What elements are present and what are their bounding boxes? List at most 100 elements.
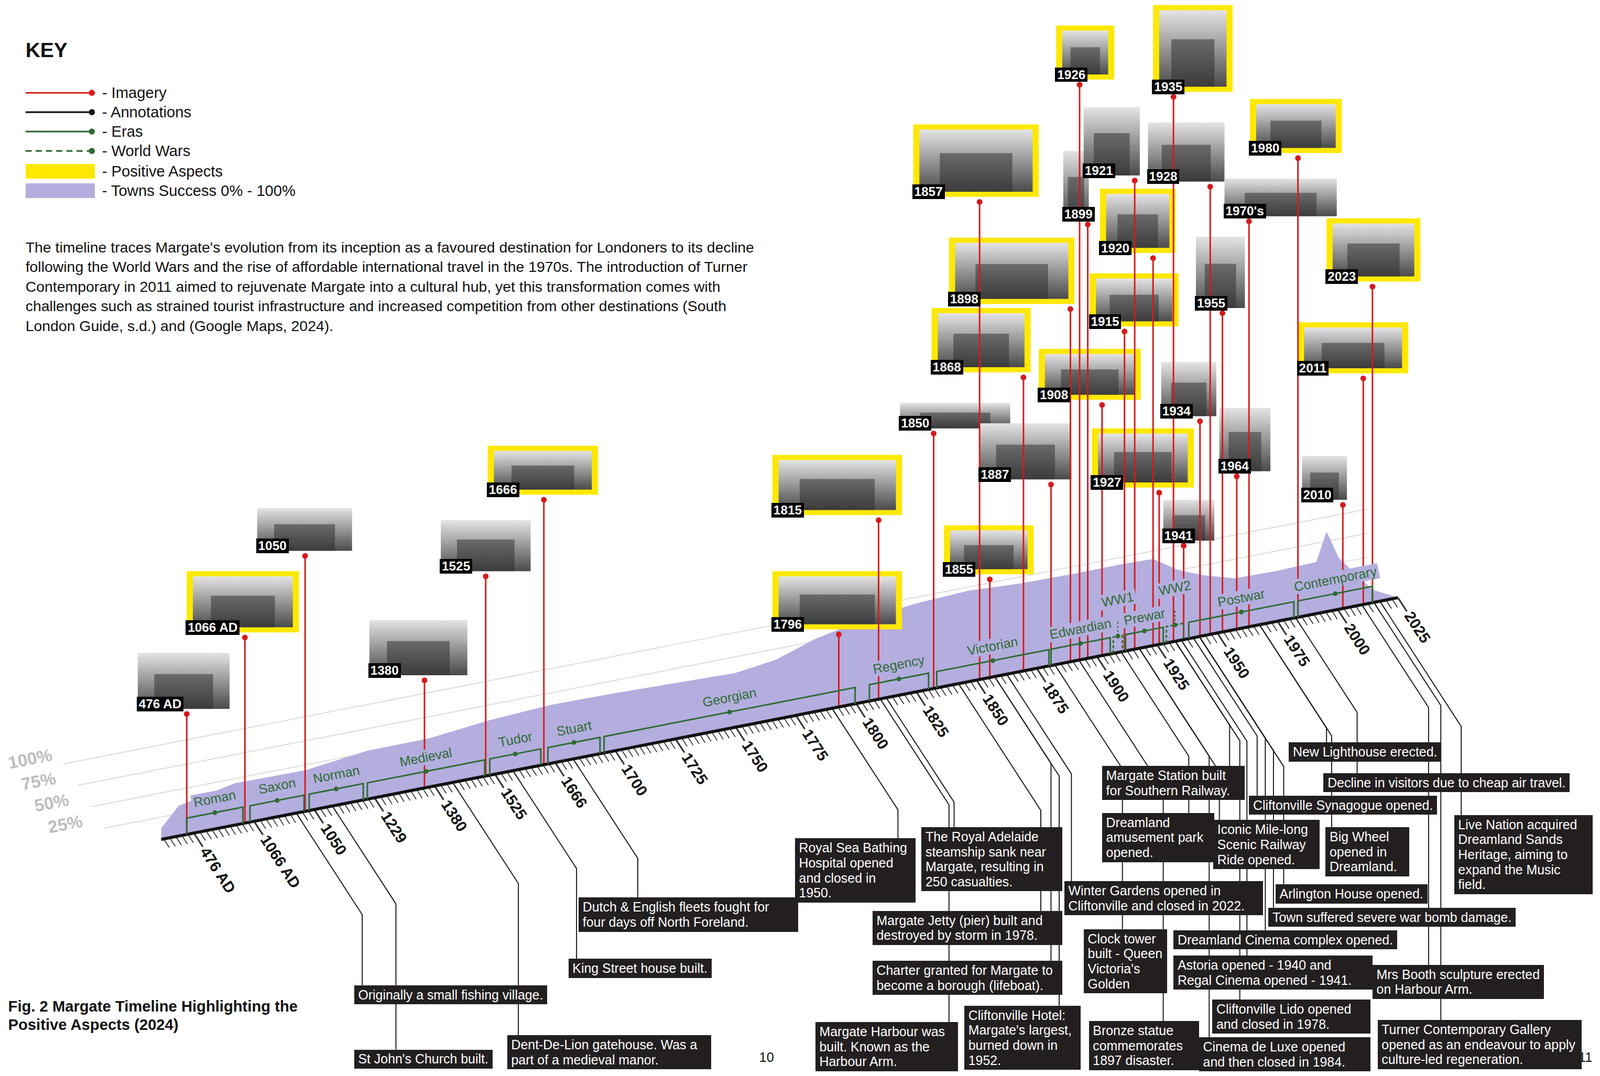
annotation-box: Dutch & English fleets fought for four d… bbox=[578, 897, 799, 932]
imagery-dot bbox=[1132, 177, 1138, 184]
annotation-text: Big Wheel opened in Dreamland. bbox=[1329, 829, 1406, 875]
era-bracket bbox=[249, 795, 304, 823]
annotation-box: Margate Station built for Southern Railw… bbox=[1102, 766, 1246, 801]
imagery-line bbox=[1199, 421, 1201, 637]
imagery-line bbox=[978, 202, 981, 681]
era-dot bbox=[513, 752, 518, 757]
annotation-box: Bronze statue commemorates 1897 disaster… bbox=[1089, 1021, 1200, 1071]
year-label: 1980 bbox=[1248, 140, 1282, 156]
era-dot bbox=[990, 658, 996, 664]
photo-layer bbox=[137, 5, 1421, 710]
year-label: 1796 bbox=[771, 617, 804, 633]
annotation-text: Dutch & English fleets fought for four d… bbox=[582, 899, 794, 930]
axis-year-label: 1800 bbox=[858, 714, 892, 753]
photo-subject bbox=[939, 153, 1012, 192]
major-tick bbox=[374, 798, 384, 812]
era-dot bbox=[423, 769, 429, 775]
legend-line-sample bbox=[25, 92, 93, 94]
year-label: 2011 bbox=[1297, 361, 1330, 376]
timeline-axis bbox=[161, 597, 1399, 840]
leader-lines bbox=[296, 601, 1462, 1051]
year-label: 476 AD bbox=[136, 697, 184, 712]
era-bracket bbox=[367, 760, 485, 800]
year-label: 1955 bbox=[1194, 296, 1228, 311]
archive-photo bbox=[1159, 9, 1227, 87]
era-bracket bbox=[186, 807, 243, 835]
legend-line-sample bbox=[25, 131, 93, 133]
annotation-text: Cliftonville Hotel: Margate's largest, b… bbox=[968, 1008, 1077, 1069]
annotation-text: Decline in visitors due to cheap air tra… bbox=[1327, 775, 1566, 791]
annotation-text: Margate Harbour was built. Known as the … bbox=[819, 1024, 954, 1070]
legend-text: - Positive Aspects bbox=[102, 162, 223, 181]
imagery-dot bbox=[1121, 328, 1128, 335]
year-label: 1964 bbox=[1218, 459, 1251, 474]
major-tick bbox=[1337, 609, 1347, 624]
annotation-box: Cliftonville Lido opened and closed in 1… bbox=[1212, 999, 1371, 1034]
imagery-line bbox=[542, 499, 545, 766]
archive-photo bbox=[1106, 193, 1170, 248]
imagery-dot bbox=[302, 553, 309, 560]
annotation-text: Arlington House opened. bbox=[1279, 886, 1424, 902]
year-label: 1915 bbox=[1089, 314, 1122, 330]
imagery-dot bbox=[930, 430, 937, 437]
year-label: 1050 bbox=[256, 538, 289, 554]
era-dot bbox=[212, 810, 217, 816]
illustration-layer bbox=[25, 5, 1421, 848]
year-label: 2010 bbox=[1301, 487, 1334, 503]
imagery-line bbox=[1069, 309, 1072, 662]
year-label: 1868 bbox=[930, 360, 964, 375]
legend-text: - World Wars bbox=[102, 142, 191, 161]
imagery-line bbox=[1022, 377, 1025, 671]
annotation-box: Royal Sea Bathing Hospital opened and cl… bbox=[795, 838, 916, 903]
photo-subject bbox=[1321, 343, 1385, 369]
key-samples bbox=[25, 89, 95, 155]
legend-dot-sample bbox=[88, 89, 95, 96]
page-number: 10 bbox=[759, 1050, 775, 1066]
annotation-box: Clock tower built - Queen Victoria's Gol… bbox=[1083, 929, 1168, 994]
imagery-dot bbox=[421, 677, 428, 684]
imagery-dot bbox=[1207, 183, 1214, 190]
era-dot bbox=[1078, 641, 1083, 647]
major-tick bbox=[735, 727, 745, 742]
era-bracket bbox=[309, 784, 364, 811]
key-heading: KEY bbox=[25, 38, 68, 62]
major-tick bbox=[193, 833, 203, 847]
year-label: 1921 bbox=[1082, 163, 1116, 179]
annotation-box: Margate Harbour was built. Known as the … bbox=[815, 1022, 959, 1072]
axis-year-label: 476 AD bbox=[197, 844, 239, 897]
imagery-dot bbox=[1084, 221, 1091, 228]
archive-photo bbox=[1332, 223, 1415, 277]
annotation-box: St John's Church built. bbox=[354, 1050, 493, 1070]
legend-line-sample bbox=[25, 111, 93, 114]
positive-frame bbox=[1152, 5, 1233, 93]
legend-dot-sample bbox=[88, 109, 95, 116]
imagery-line bbox=[1134, 180, 1136, 650]
description-paragraph: The timeline traces Margate's evolution … bbox=[25, 237, 769, 337]
major-tick bbox=[916, 692, 925, 706]
annotation-text: Live Nation acquired Dreamland Sands Her… bbox=[1457, 817, 1589, 893]
annotation-box: New Lighthouse erected. bbox=[1288, 742, 1442, 762]
era-bracket bbox=[1050, 637, 1110, 666]
imagery-dot bbox=[1098, 402, 1105, 409]
legend-swatch bbox=[25, 164, 95, 179]
legend-dot-sample bbox=[88, 147, 95, 155]
imagery-dot bbox=[1369, 284, 1376, 290]
imagery-line bbox=[1209, 186, 1212, 635]
imagery-line bbox=[484, 576, 487, 777]
era-bracket bbox=[1125, 627, 1164, 651]
major-tick bbox=[675, 739, 685, 754]
year-label: 1857 bbox=[912, 184, 945, 200]
major-tick bbox=[1096, 656, 1106, 671]
imagery-line bbox=[932, 433, 935, 690]
axis-ticks bbox=[164, 597, 1408, 848]
imagery-line bbox=[186, 714, 188, 835]
annotation-box: Arlington House opened. bbox=[1275, 884, 1428, 904]
year-label: 1935 bbox=[1151, 79, 1185, 95]
axis-year-label: 2000 bbox=[1340, 620, 1374, 659]
year-label: 1898 bbox=[948, 291, 981, 307]
annotation-text: St John's Church built. bbox=[357, 1051, 488, 1068]
figure-caption: Fig. 2 Margate Timeline Highlighting the… bbox=[8, 997, 337, 1035]
annotation-box: King Street house built. bbox=[568, 959, 712, 978]
axis-year-label: 1725 bbox=[678, 749, 712, 788]
photo-subject bbox=[511, 465, 575, 491]
